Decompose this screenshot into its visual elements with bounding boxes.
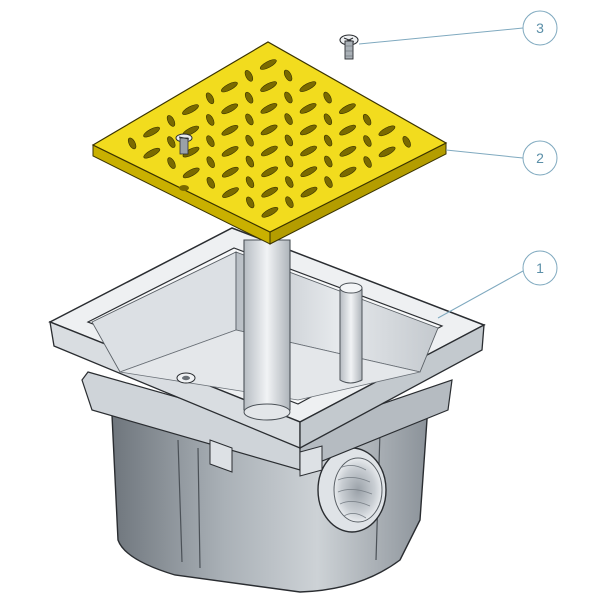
grate-slot	[299, 103, 317, 114]
grate-slot	[339, 166, 357, 178]
grate-slot	[363, 135, 372, 147]
grate-slot	[245, 134, 254, 147]
callout-label-1: 1	[536, 260, 544, 276]
grate-slot	[182, 167, 200, 179]
grate-slot	[244, 91, 254, 104]
grate-top	[91, 41, 448, 233]
grate-slot	[221, 146, 239, 157]
grate-slot	[323, 113, 333, 126]
leader-line-1	[437, 270, 524, 319]
grate-slot	[378, 146, 396, 158]
grate-slot	[323, 91, 332, 104]
grate-slot	[339, 103, 356, 114]
grate-slot	[300, 124, 317, 136]
grate-slot	[339, 124, 356, 136]
grate-slot	[221, 103, 239, 115]
grate-screw-hole	[179, 185, 189, 191]
grate-slot	[221, 125, 239, 136]
grate-slot	[259, 59, 277, 70]
grate-slot	[300, 186, 318, 198]
grate-slot	[339, 146, 357, 157]
leader-line-2	[445, 149, 524, 159]
grate-slot	[246, 196, 255, 209]
standpipe-base	[243, 403, 291, 421]
grate-slot	[324, 176, 333, 188]
grate-slot	[324, 155, 333, 168]
grate-slot	[182, 146, 200, 158]
corner-post	[339, 287, 363, 384]
grate-slot	[182, 104, 199, 115]
drain-body	[48, 227, 486, 593]
grate-slot	[166, 115, 176, 127]
grate-slot	[261, 186, 279, 198]
grate-slot	[300, 145, 317, 157]
callout-3: 3	[358, 10, 558, 46]
grate-slot	[260, 124, 278, 136]
corner-post-top	[339, 282, 363, 294]
grate-slot	[221, 166, 239, 178]
leader-line-3	[358, 27, 524, 45]
grate-slot	[261, 145, 278, 157]
grate	[91, 41, 448, 245]
callout-circle-2	[522, 140, 558, 176]
grate-slot	[143, 126, 160, 138]
grate-slot	[323, 134, 333, 147]
grate-slot	[205, 92, 215, 105]
callout-label-3: 3	[536, 20, 544, 36]
grate-slot	[245, 155, 255, 168]
grate-slot	[378, 125, 396, 137]
callout-label-2: 2	[536, 150, 544, 166]
grate-slot	[167, 157, 176, 169]
grate-slot	[222, 187, 239, 198]
screw-boss-hole	[182, 375, 190, 381]
grate-slots	[127, 59, 411, 218]
grate-slot	[143, 147, 161, 159]
grate-slot	[245, 113, 254, 126]
central-standpipe	[243, 239, 291, 417]
grate-slot	[244, 70, 254, 82]
grate-slot	[284, 113, 293, 125]
screw	[339, 34, 359, 60]
callout-circle-3	[522, 10, 558, 46]
grate-slot	[363, 156, 372, 168]
grate-slot	[285, 196, 294, 208]
outlet-port-threads	[337, 465, 373, 519]
grate-slot	[300, 166, 318, 177]
grate-slot	[245, 176, 255, 188]
grate-slot	[260, 81, 277, 92]
grate-slot	[127, 137, 137, 150]
grate-slot	[260, 103, 278, 114]
grate-slot	[221, 81, 238, 93]
grate-screw	[175, 133, 193, 155]
grate-slot	[402, 136, 411, 148]
grate-slot	[206, 156, 215, 168]
grate-slot	[299, 81, 317, 92]
callout-2: 2	[445, 140, 558, 176]
grate-slot	[284, 134, 294, 147]
callout-circle-1	[522, 250, 558, 286]
grate-slot	[285, 176, 294, 188]
grate-slot	[167, 136, 176, 148]
grate-slot	[261, 166, 278, 178]
grate-slot	[206, 135, 215, 147]
grate-slot	[362, 113, 372, 126]
grate-slot	[283, 69, 293, 82]
callout-1: 1	[437, 250, 558, 319]
grate-slot	[206, 114, 215, 126]
grate-slot	[261, 207, 279, 218]
grate-slot	[284, 91, 293, 104]
grate-slot	[284, 155, 294, 168]
tabs	[209, 439, 323, 477]
grate-slot	[206, 177, 215, 189]
